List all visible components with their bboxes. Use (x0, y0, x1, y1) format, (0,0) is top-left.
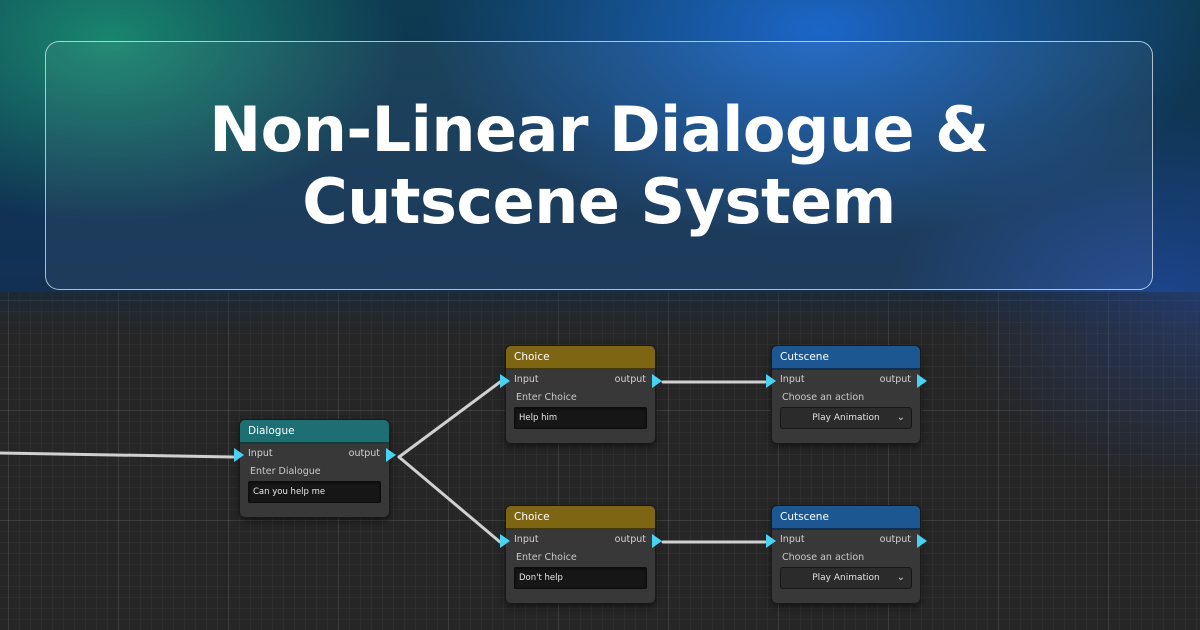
choice-top-port-row: Input output (500, 373, 662, 390)
choice-bottom-field-label: Enter Choice (516, 552, 577, 563)
choice-top-input-port[interactable] (500, 374, 510, 388)
title-line-2: Cutscene System (302, 164, 896, 238)
cutscene-top-field-label: Choose an action (782, 392, 865, 403)
choice-node-top[interactable]: Choice Input output Enter Choice Help hi… (500, 346, 662, 443)
chevron-down-icon: ⌄ (896, 572, 905, 583)
cutscene-top-input-port[interactable] (766, 374, 776, 388)
cutscene-bottom-port-row: Input output (766, 533, 927, 550)
cutscene-bottom-output-label: output (879, 534, 911, 545)
choice-top-text-field[interactable]: Help him (514, 407, 647, 429)
cutscene-bottom-action-dropdown[interactable]: Play Animation ⌄ (780, 567, 912, 589)
choice-bottom-header[interactable]: Choice (506, 506, 655, 530)
choice-node-bottom[interactable]: Choice Input output Enter Choice Don't h… (500, 506, 662, 603)
cutscene-top-header[interactable]: Cutscene (772, 346, 920, 370)
choice-bottom-input-label: Input (514, 534, 539, 545)
cutscene-bottom-output-port[interactable] (917, 534, 927, 548)
dialogue-output-port[interactable] (386, 448, 396, 462)
choice-bottom-port-row: Input output (500, 533, 662, 550)
cutscene-bottom-header[interactable]: Cutscene (772, 506, 920, 530)
dialogue-input-port[interactable] (234, 448, 244, 462)
cutscene-node-bottom[interactable]: Cutscene Input output Choose an action P… (766, 506, 927, 603)
cutscene-top-action-dropdown[interactable]: Play Animation ⌄ (780, 407, 912, 429)
choice-bottom-input-port[interactable] (500, 534, 510, 548)
cutscene-top-port-row: Input output (766, 373, 927, 390)
cutscene-node-top[interactable]: Cutscene Input output Choose an action P… (766, 346, 927, 443)
cutscene-top-output-label: output (879, 374, 911, 385)
title-panel: Non-Linear Dialogue & Cutscene System (45, 41, 1153, 290)
cutscene-bottom-field-label: Choose an action (782, 552, 865, 563)
choice-bottom-output-port[interactable] (652, 534, 662, 548)
choice-top-field-label: Enter Choice (516, 392, 577, 403)
cutscene-top-input-label: Input (780, 374, 805, 385)
choice-top-output-label: output (614, 374, 646, 385)
choice-bottom-output-label: output (614, 534, 646, 545)
choice-top-output-port[interactable] (652, 374, 662, 388)
dialogue-node[interactable]: Dialogue Input output Enter Dialogue Can… (234, 420, 396, 517)
cutscene-top-output-port[interactable] (917, 374, 927, 388)
dialogue-port-row: Input output (234, 447, 396, 464)
cutscene-bottom-selected-action: Play Animation (812, 573, 880, 583)
choice-bottom-text-field[interactable]: Don't help (514, 567, 647, 589)
cutscene-bottom-input-port[interactable] (766, 534, 776, 548)
dialogue-text-field[interactable]: Can you help me (248, 481, 381, 503)
cutscene-top-selected-action: Play Animation (812, 413, 880, 423)
title-line-1: Non-Linear Dialogue & (209, 92, 989, 166)
dialogue-output-label: output (348, 448, 380, 459)
dialogue-field-label: Enter Dialogue (250, 466, 321, 477)
chevron-down-icon: ⌄ (896, 412, 905, 423)
choice-top-input-label: Input (514, 374, 539, 385)
dialogue-input-label: Input (248, 448, 273, 459)
choice-top-header[interactable]: Choice (506, 346, 655, 370)
dialogue-node-header[interactable]: Dialogue (240, 420, 389, 444)
cutscene-bottom-input-label: Input (780, 534, 805, 545)
